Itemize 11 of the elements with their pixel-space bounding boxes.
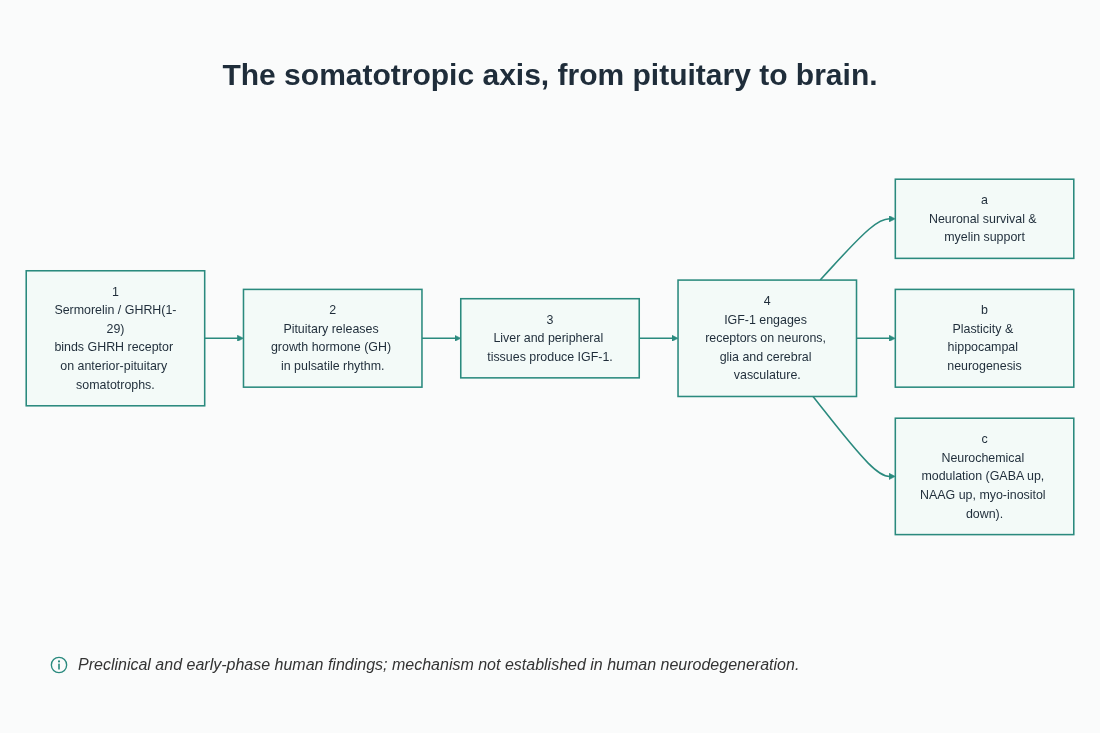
- node-box: c Neurochemical modulation (GABA up, NAAG up, myo-inositol down).: [894, 417, 1075, 536]
- node-box: 3 Liver and peripheral tissues produce IGF-1.: [460, 298, 640, 379]
- arrow: [812, 395, 896, 480]
- diagram-title: The somatotropic axis, from pituitary to brain.: [221, 57, 879, 92]
- node-box: 4 IGF-1 engages receptors on neurons, glia and cerebral vasculature.: [677, 279, 858, 398]
- node-box: a Neuronal survival & myelin support: [894, 178, 1075, 260]
- node-box: b Plasticity & hippocampal neurogenesis: [894, 288, 1075, 389]
- node-box: 2 Pituitary releases growth hormone (GH) in pulsatile rhythm.: [242, 288, 423, 389]
- arrow: [819, 215, 896, 281]
- node-box: 1 Sermorelin / GHRH(1-29) binds GHRH receptor on anterior-pituitary somatotrophs.: [25, 270, 206, 407]
- caption-note: Preclinical and early-phase human findings; mechanism not established in human neurodegeneration.: [78, 656, 800, 674]
